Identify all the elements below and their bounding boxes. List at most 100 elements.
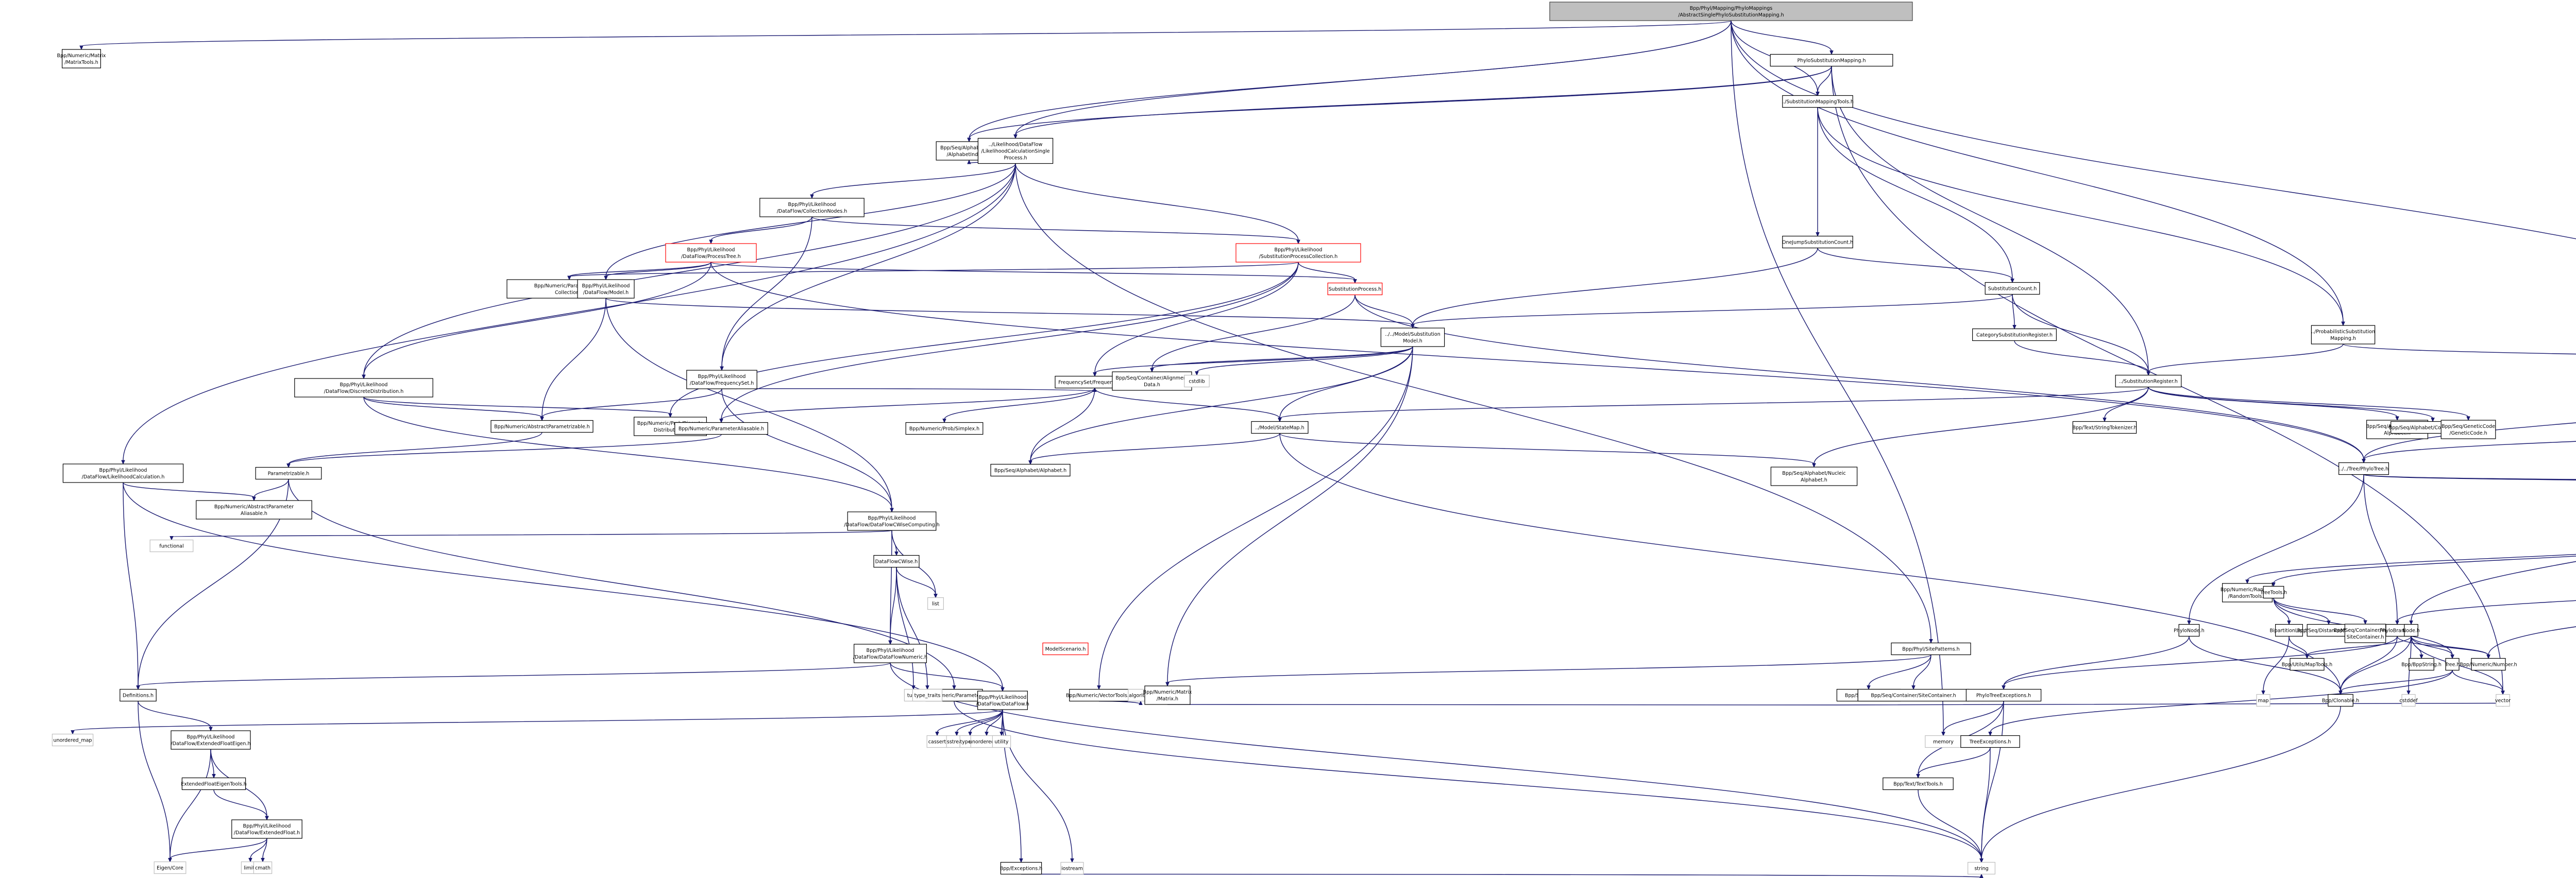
graph-node-lcalc[interactable]: Bpp/Phyl/Likelihood/DataFlow/LikelihoodC… (62, 463, 184, 483)
graph-node-alphabet[interactable]: Bpp/Seq/Alphabet/Alphabet.h (990, 463, 1071, 477)
graph-node-lcsp[interactable]: ../Likelihood/DataFlow/LikelihoodCalcula… (977, 137, 1054, 164)
graph-node-strtok[interactable]: Bpp/Text/StringTokenizer.h (2072, 421, 2137, 434)
edge-node-to-tree (2411, 636, 2453, 656)
node-label: Bpp/Numeric/AbstractParametrizable.h (494, 424, 589, 430)
arrowhead-icon (1867, 685, 1871, 690)
graph-node-spc[interactable]: Bpp/Phyl/Likelihood/SubstitutionProcessC… (1235, 243, 1361, 263)
edge-psm-to-lcsp (1015, 66, 1832, 135)
node-box (1782, 95, 1853, 108)
graph-node-extfloat[interactable]: Bpp/Phyl/Likelihood/DataFlow/ExtendedFlo… (231, 819, 302, 839)
node-label: SubstitutionProcess.h (1329, 287, 1381, 292)
node-box (294, 378, 433, 398)
graph-node-texttools[interactable]: Bpp/Text/TextTools.h (1883, 777, 1954, 790)
edge-dataflow-to-cassert (937, 709, 1003, 733)
edge-subreg-to-proteic (2148, 387, 2398, 418)
graph-edges (71, 20, 2576, 878)
arrowhead-icon (2305, 655, 2309, 659)
graph-node-onejump[interactable]: OneJumpSubstitutionCount.h (1782, 235, 1853, 249)
graph-node-treetools[interactable]: TreeTools.h (2260, 586, 2287, 599)
graph-node-efeigen[interactable]: Bpp/Phyl/Likelihood/DataFlow/ExtendedFlo… (171, 730, 251, 750)
arrowhead-icon (1097, 685, 1101, 690)
graph-node-subreg[interactable]: ../SubstitutionRegister.h (2115, 374, 2182, 388)
arrowhead-icon (890, 508, 894, 513)
graph-node-dfmodel[interactable]: Bpp/Phyl/Likelihood/DataFlow/Model.h (577, 279, 635, 299)
node-label: Bpp/Phyl/Likelihood (1275, 247, 1323, 253)
graph-node-efeigentools[interactable]: ExtendedFloatEigenTools.h (181, 777, 247, 790)
node-label: Bpp/Numeric/Matrix (1143, 690, 1192, 695)
graph-node-subcount[interactable]: SubstitutionCount.h (1985, 282, 2040, 295)
graph-node-number[interactable]: Bpp/Numeric/Number.h (2460, 658, 2517, 671)
graph-node-phylotree[interactable]: ../../Tree/PhyloTree.h (2338, 462, 2389, 475)
graph-node-phylonode[interactable]: PhyloNode.h (2174, 624, 2205, 637)
graph-node-maptools[interactable]: Bpp/Utils/MapTools.h (2282, 658, 2332, 671)
graph-node-matrix[interactable]: Bpp/Numeric/Matrix/Matrix.h (1143, 685, 1192, 705)
node-box (2178, 624, 2200, 637)
graph-node-bppstring[interactable]: Bpp/BppString.h (2401, 658, 2442, 671)
graph-node-geneticcode[interactable]: Bpp/Seq/GeneticCode/GeneticCode.h (2441, 420, 2496, 439)
node-box (149, 539, 194, 553)
node-label: Bpp/Numeric/VectorTools.h (1066, 693, 1132, 699)
node-box (977, 137, 1054, 164)
arrowhead-icon (71, 730, 75, 735)
graph-node-dffreqset[interactable]: Bpp/Phyl/Likelihood/DataFlow/FrequencySe… (686, 370, 757, 389)
arrowhead-icon (1278, 418, 1282, 422)
edge-dfmodel-to-dfcwisecomp (605, 298, 892, 509)
node-label: Bpp/Exceptions.h (1000, 866, 1043, 872)
edge-submodel-to-vectortools (1098, 346, 1413, 686)
arrowhead-icon (2395, 621, 2399, 625)
graph-node-modelscenario[interactable]: ModelScenario.h (1042, 642, 1089, 656)
graph-node-dfdiscdist[interactable]: Bpp/Phyl/Likelihood/DataFlow/DiscreteDis… (294, 378, 433, 398)
edge-psm-to-smtools (1817, 66, 1832, 93)
graph-node-clonable[interactable]: Bpp/Clonable.h (2322, 694, 2359, 707)
graph-node-proctree[interactable]: Bpp/Phyl/Likelihood/DataFlow/ProcessTree… (665, 243, 757, 263)
graph-node-absparam[interactable]: Bpp/Numeric/AbstractParametrizable.h (490, 420, 594, 433)
edge-lcsp-to-lcalc (123, 163, 1016, 461)
graph-node-bipartition[interactable]: BipartitionList.h (2269, 624, 2309, 637)
edge-proctree-to-subproc (710, 262, 1355, 281)
graph-node-sitepatterns[interactable]: Bpp/Phyl/SitePatterns.h (1891, 642, 1971, 656)
graph-node-paramalias[interactable]: Bpp/Numeric/ParameterAliasable.h (674, 422, 768, 435)
graph-node-collnodes[interactable]: Bpp/Phyl/Likelihood/DataFlow/CollectionN… (759, 198, 865, 217)
graph-node-smtools[interactable]: ../SubstitutionMappingTools.h (1782, 95, 1854, 108)
graph-node-tree[interactable]: Tree.h (2445, 658, 2460, 671)
graph-node-dataflow[interactable]: Bpp/Phyl/Likelihood/DataFlow/DataFlow.h (976, 691, 1029, 710)
arrowhead-icon (604, 276, 608, 281)
edge-lcalc-to-dataflow (123, 482, 1003, 688)
graph-node-catsubreg[interactable]: CategorySubstitutionRegister.h (1972, 328, 2057, 341)
graph-node-matrixtools[interactable]: Bpp/Numeric/Matrix/MatrixTools.h (57, 49, 106, 68)
graph-node-sitecontainer[interactable]: Bpp/Seq/Container/SiteContainer.h (1857, 688, 1970, 702)
node-box (1112, 371, 1192, 391)
graph-node-treeexc[interactable]: TreeExceptions.h (1960, 735, 2020, 748)
graph-node-phylotreeexc[interactable]: PhyloTreeExceptions.h (1965, 688, 2042, 702)
edge-subproc-to-submodel (1354, 295, 1413, 325)
graph-node-subproc[interactable]: SubstitutionProcess.h (1327, 282, 1383, 296)
graph-node-dfnumeric[interactable]: Bpp/Phyl/Likelihood/DataFlow/DataFlowNum… (853, 644, 927, 663)
graph-node-vectortools[interactable]: Bpp/Numeric/VectorTools.h (1066, 688, 1132, 702)
graph-node-dfcwise[interactable]: DataFlowCWise.h (873, 555, 920, 568)
node-label: functional (159, 544, 183, 549)
graph-node-dfcwisecomp[interactable]: Bpp/Phyl/Likelihood/DataFlow/DataFlowCWi… (844, 511, 940, 531)
node-box (2338, 462, 2389, 475)
node-label: vector (2495, 698, 2511, 704)
node-box (2115, 374, 2182, 388)
graph-node-exceptions[interactable]: Bpp/Exceptions.h (1000, 862, 1043, 875)
graph-node-root[interactable]: Bpp/Phyl/Mapping/PhyloMappings/AbstractS… (1549, 2, 1913, 21)
graph-node-simplex[interactable]: Bpp/Numeric/Prob/Simplex.h (905, 422, 984, 435)
arrowhead-icon (720, 366, 724, 371)
edge-subreg-to-geneticcode (2148, 387, 2469, 418)
edge-subproc-to-aligndata (1151, 295, 1355, 369)
graph-node-psm[interactable]: PhyloSubstitutionMapping.h (1770, 54, 1893, 67)
arrowhead-icon (2341, 321, 2345, 326)
node-label: ModelScenario.h (1045, 647, 1086, 652)
graph-node-statemap[interactable]: ../Model/StateMap.h (1251, 421, 1309, 434)
graph-node-node[interactable]: Node.h (2402, 624, 2420, 637)
edge-freqset-to-alphabet (1030, 388, 1095, 461)
graph-node-definitions[interactable]: Definitions.h (120, 688, 157, 702)
graph-node-parametrizable[interactable]: Parametrizable.h (255, 467, 322, 480)
